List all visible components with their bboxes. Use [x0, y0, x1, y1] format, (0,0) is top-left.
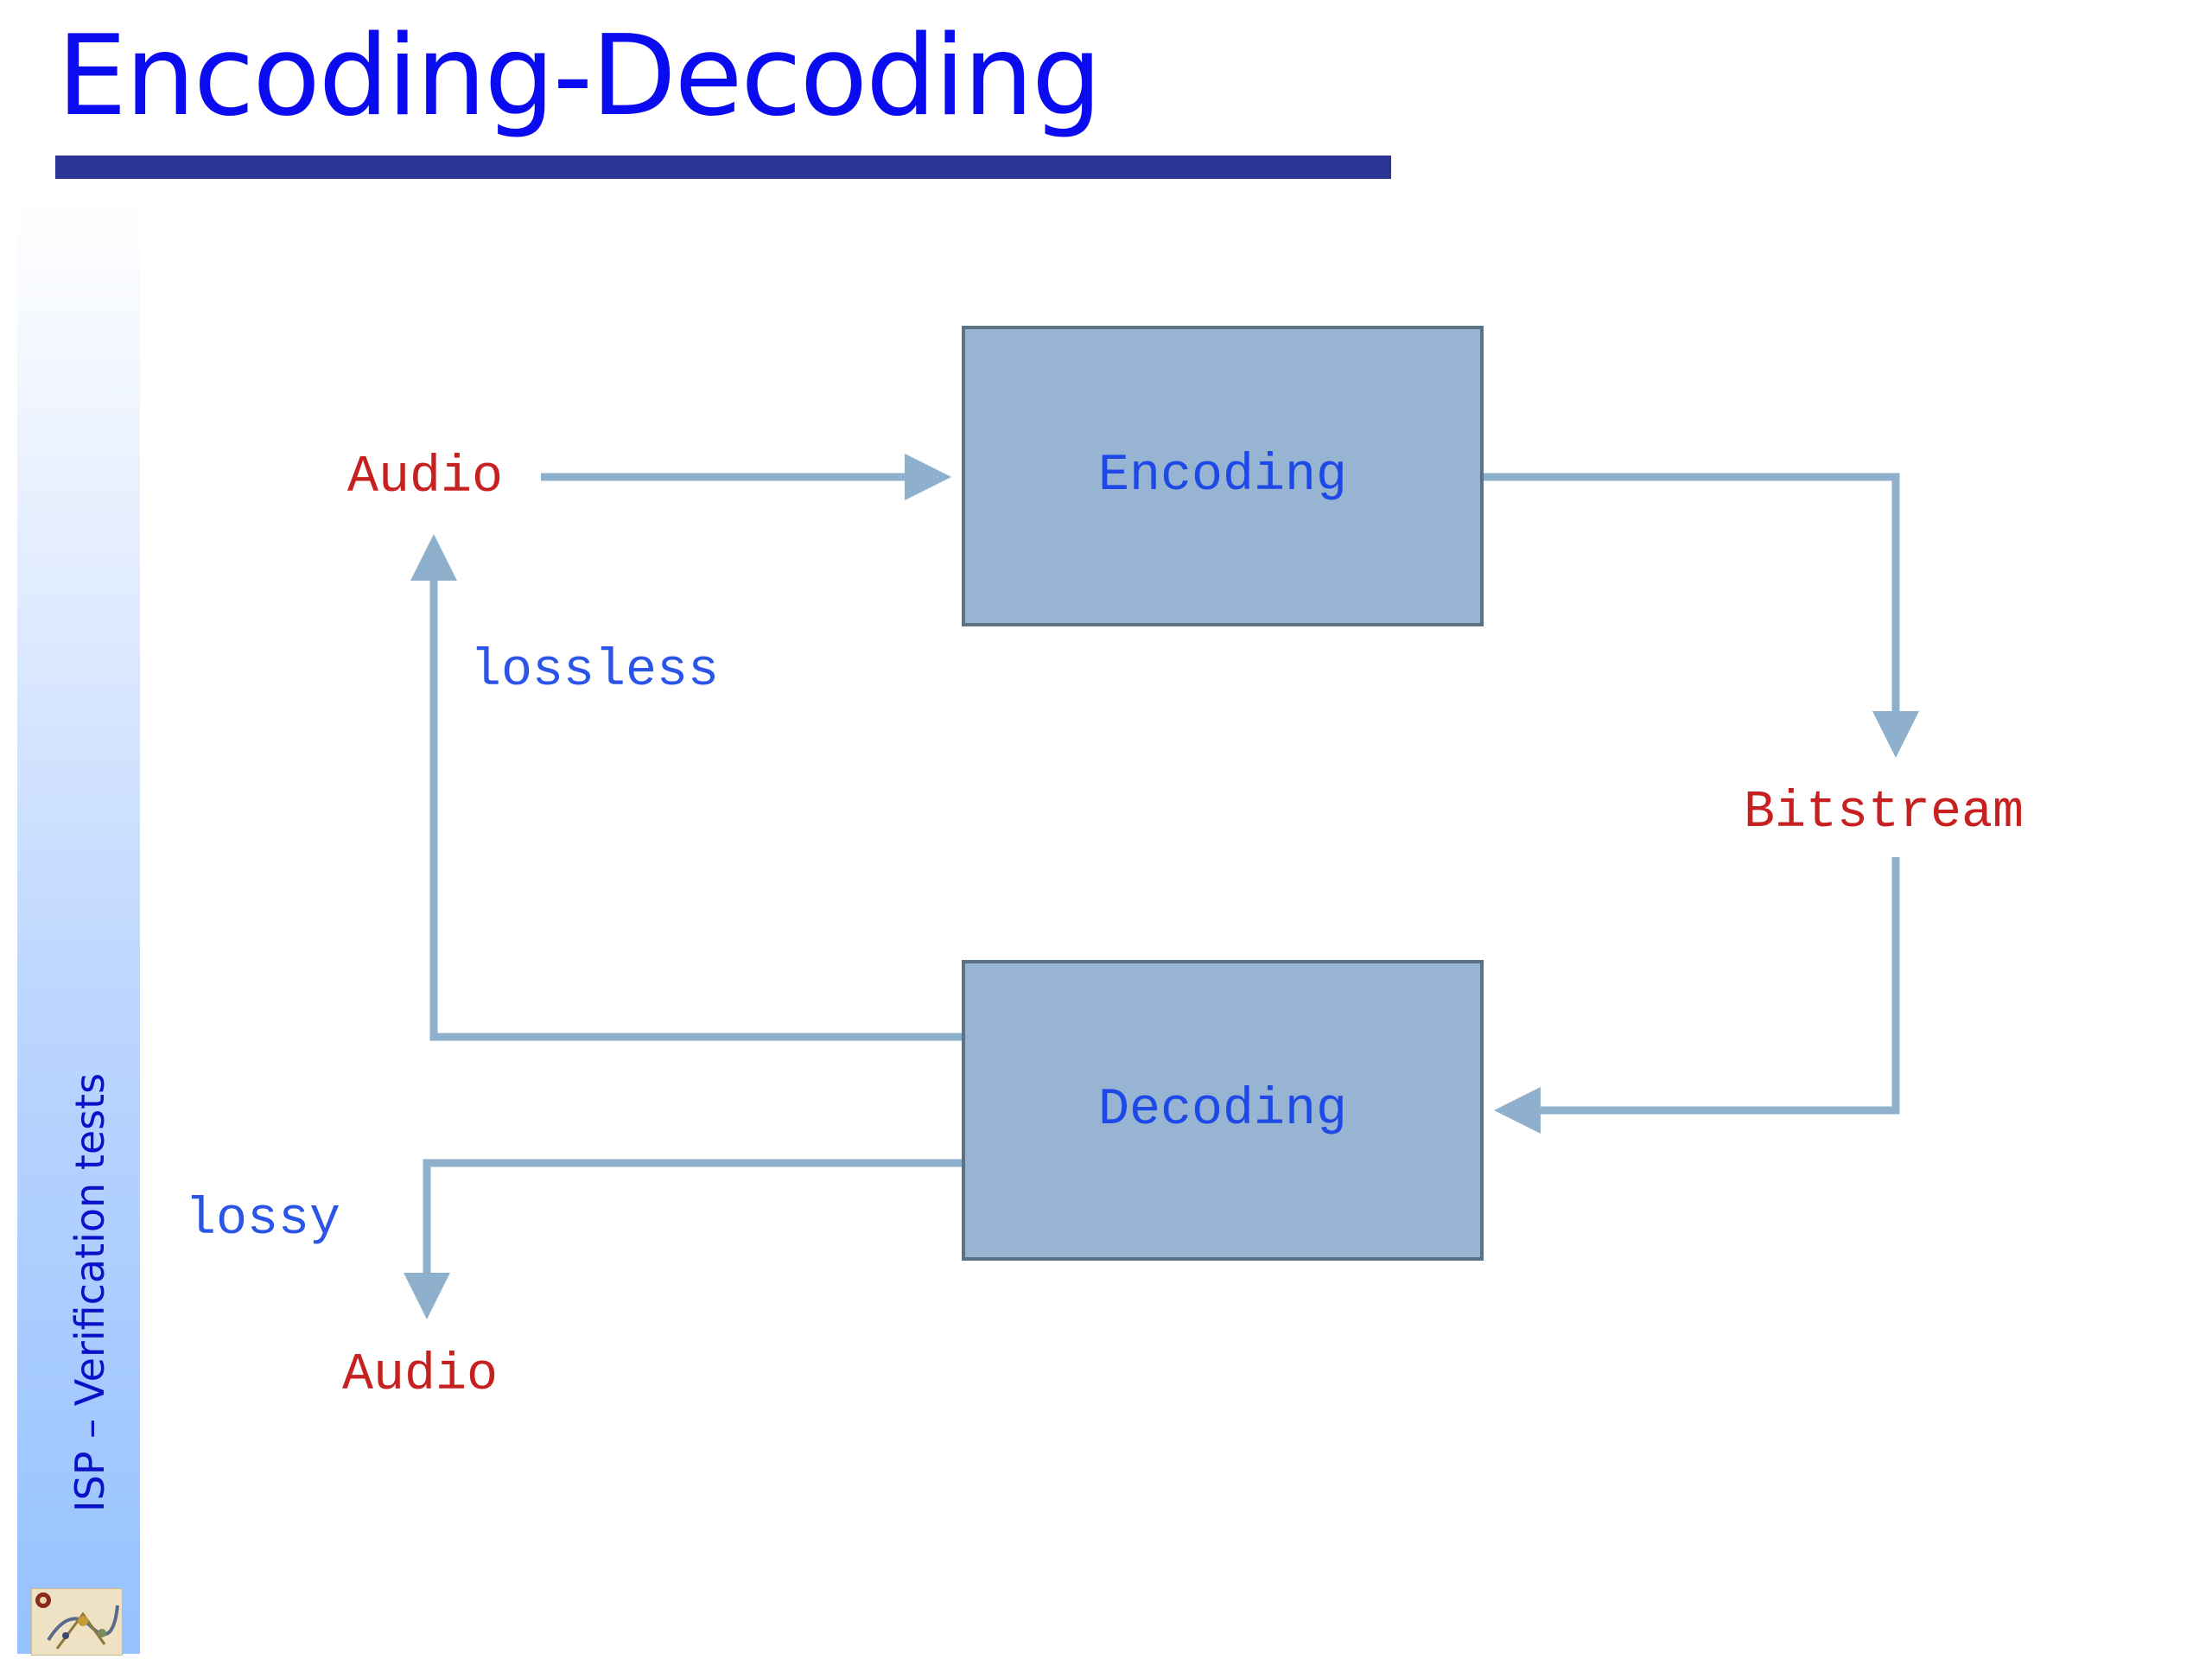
side-band — [17, 200, 140, 1654]
title-underline-bar — [55, 156, 1391, 179]
encoding-block-label: Encoding — [1097, 447, 1348, 505]
arrow-lossy-to-audio — [404, 1159, 962, 1319]
arrow-bitstream-to-decoding — [1494, 857, 1900, 1134]
arrow-lossless-to-audio — [410, 534, 962, 1041]
slide-title: Encoding-Decoding — [57, 12, 1102, 141]
lossless-label: lossless — [470, 642, 720, 701]
audio-output-label: Audio — [342, 1346, 499, 1405]
bitstream-label: Bitstream — [1744, 784, 2024, 842]
lossy-label: lossy — [185, 1191, 341, 1249]
audio-input-label: Audio — [347, 448, 504, 507]
arrow-encoding-to-bitstream — [1484, 473, 1919, 758]
decorative-logo-icon — [31, 1588, 123, 1656]
decoding-block: Decoding — [962, 960, 1484, 1261]
encoding-block: Encoding — [962, 326, 1484, 626]
decoding-block-label: Decoding — [1097, 1081, 1348, 1140]
